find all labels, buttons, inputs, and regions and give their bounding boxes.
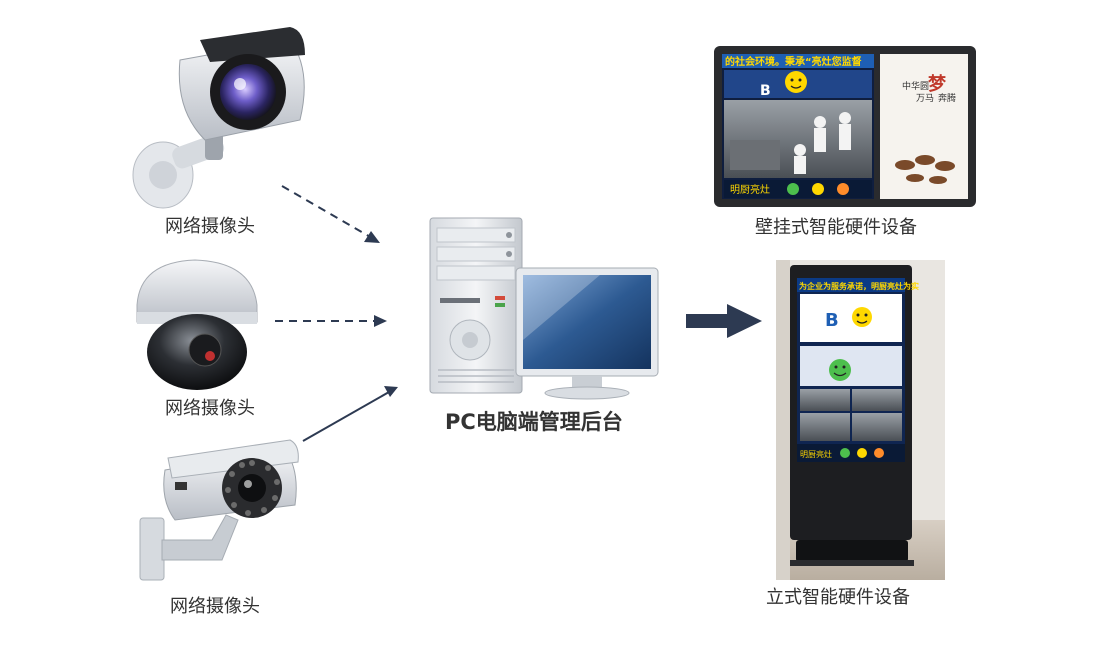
wall-banner-text: 的社会环境。秉承“亮灶您监督 (725, 55, 862, 68)
wall-poster-line3: 奔腾 (938, 92, 956, 104)
bullet-camera-icon (132, 27, 305, 209)
wall-poster-title: 中华圆 (902, 80, 929, 92)
wall-rating-letter: B (760, 83, 771, 99)
pc-label: PC电脑端管理后台 (445, 410, 623, 434)
wall-poster-line2: 万马 (916, 93, 934, 104)
connection-arrows (275, 185, 398, 442)
kiosk-footer-text: 明厨亮灶 (800, 449, 832, 459)
standing-device-label: 立式智能硬件设备 (766, 587, 910, 608)
wall-device-label: 壁挂式智能硬件设备 (755, 217, 917, 238)
camera-label-3: 网络摄像头 (170, 596, 260, 617)
wall-footer-text: 明厨亮灶 (730, 183, 770, 196)
ir-bullet-camera-icon (139, 439, 299, 581)
camera-label-2: 网络摄像头 (165, 398, 255, 419)
kiosk-rating-letter: B (825, 310, 839, 331)
pc-computer-icon (429, 217, 659, 400)
arrow-camera3-to-pc (302, 391, 390, 442)
wall-mounted-device-icon: 的社会环境。秉承“亮灶您监督 B 明厨亮灶 中华圆 万马 奔腾 梦 (714, 46, 976, 207)
camera-label-1: 网络摄像头 (165, 216, 255, 237)
standing-kiosk-device-icon: 为企业为服务承诺，明厨亮灶为实 B 明厨亮灶 (776, 260, 945, 580)
wall-poster-char: 梦 (928, 73, 947, 95)
kiosk-banner-text: 为企业为服务承诺，明厨亮灶为实 (799, 281, 919, 291)
arrow-pc-to-devices (686, 304, 762, 338)
arrow-camera1-to-pc (281, 185, 373, 239)
dome-camera-icon (136, 259, 258, 390)
